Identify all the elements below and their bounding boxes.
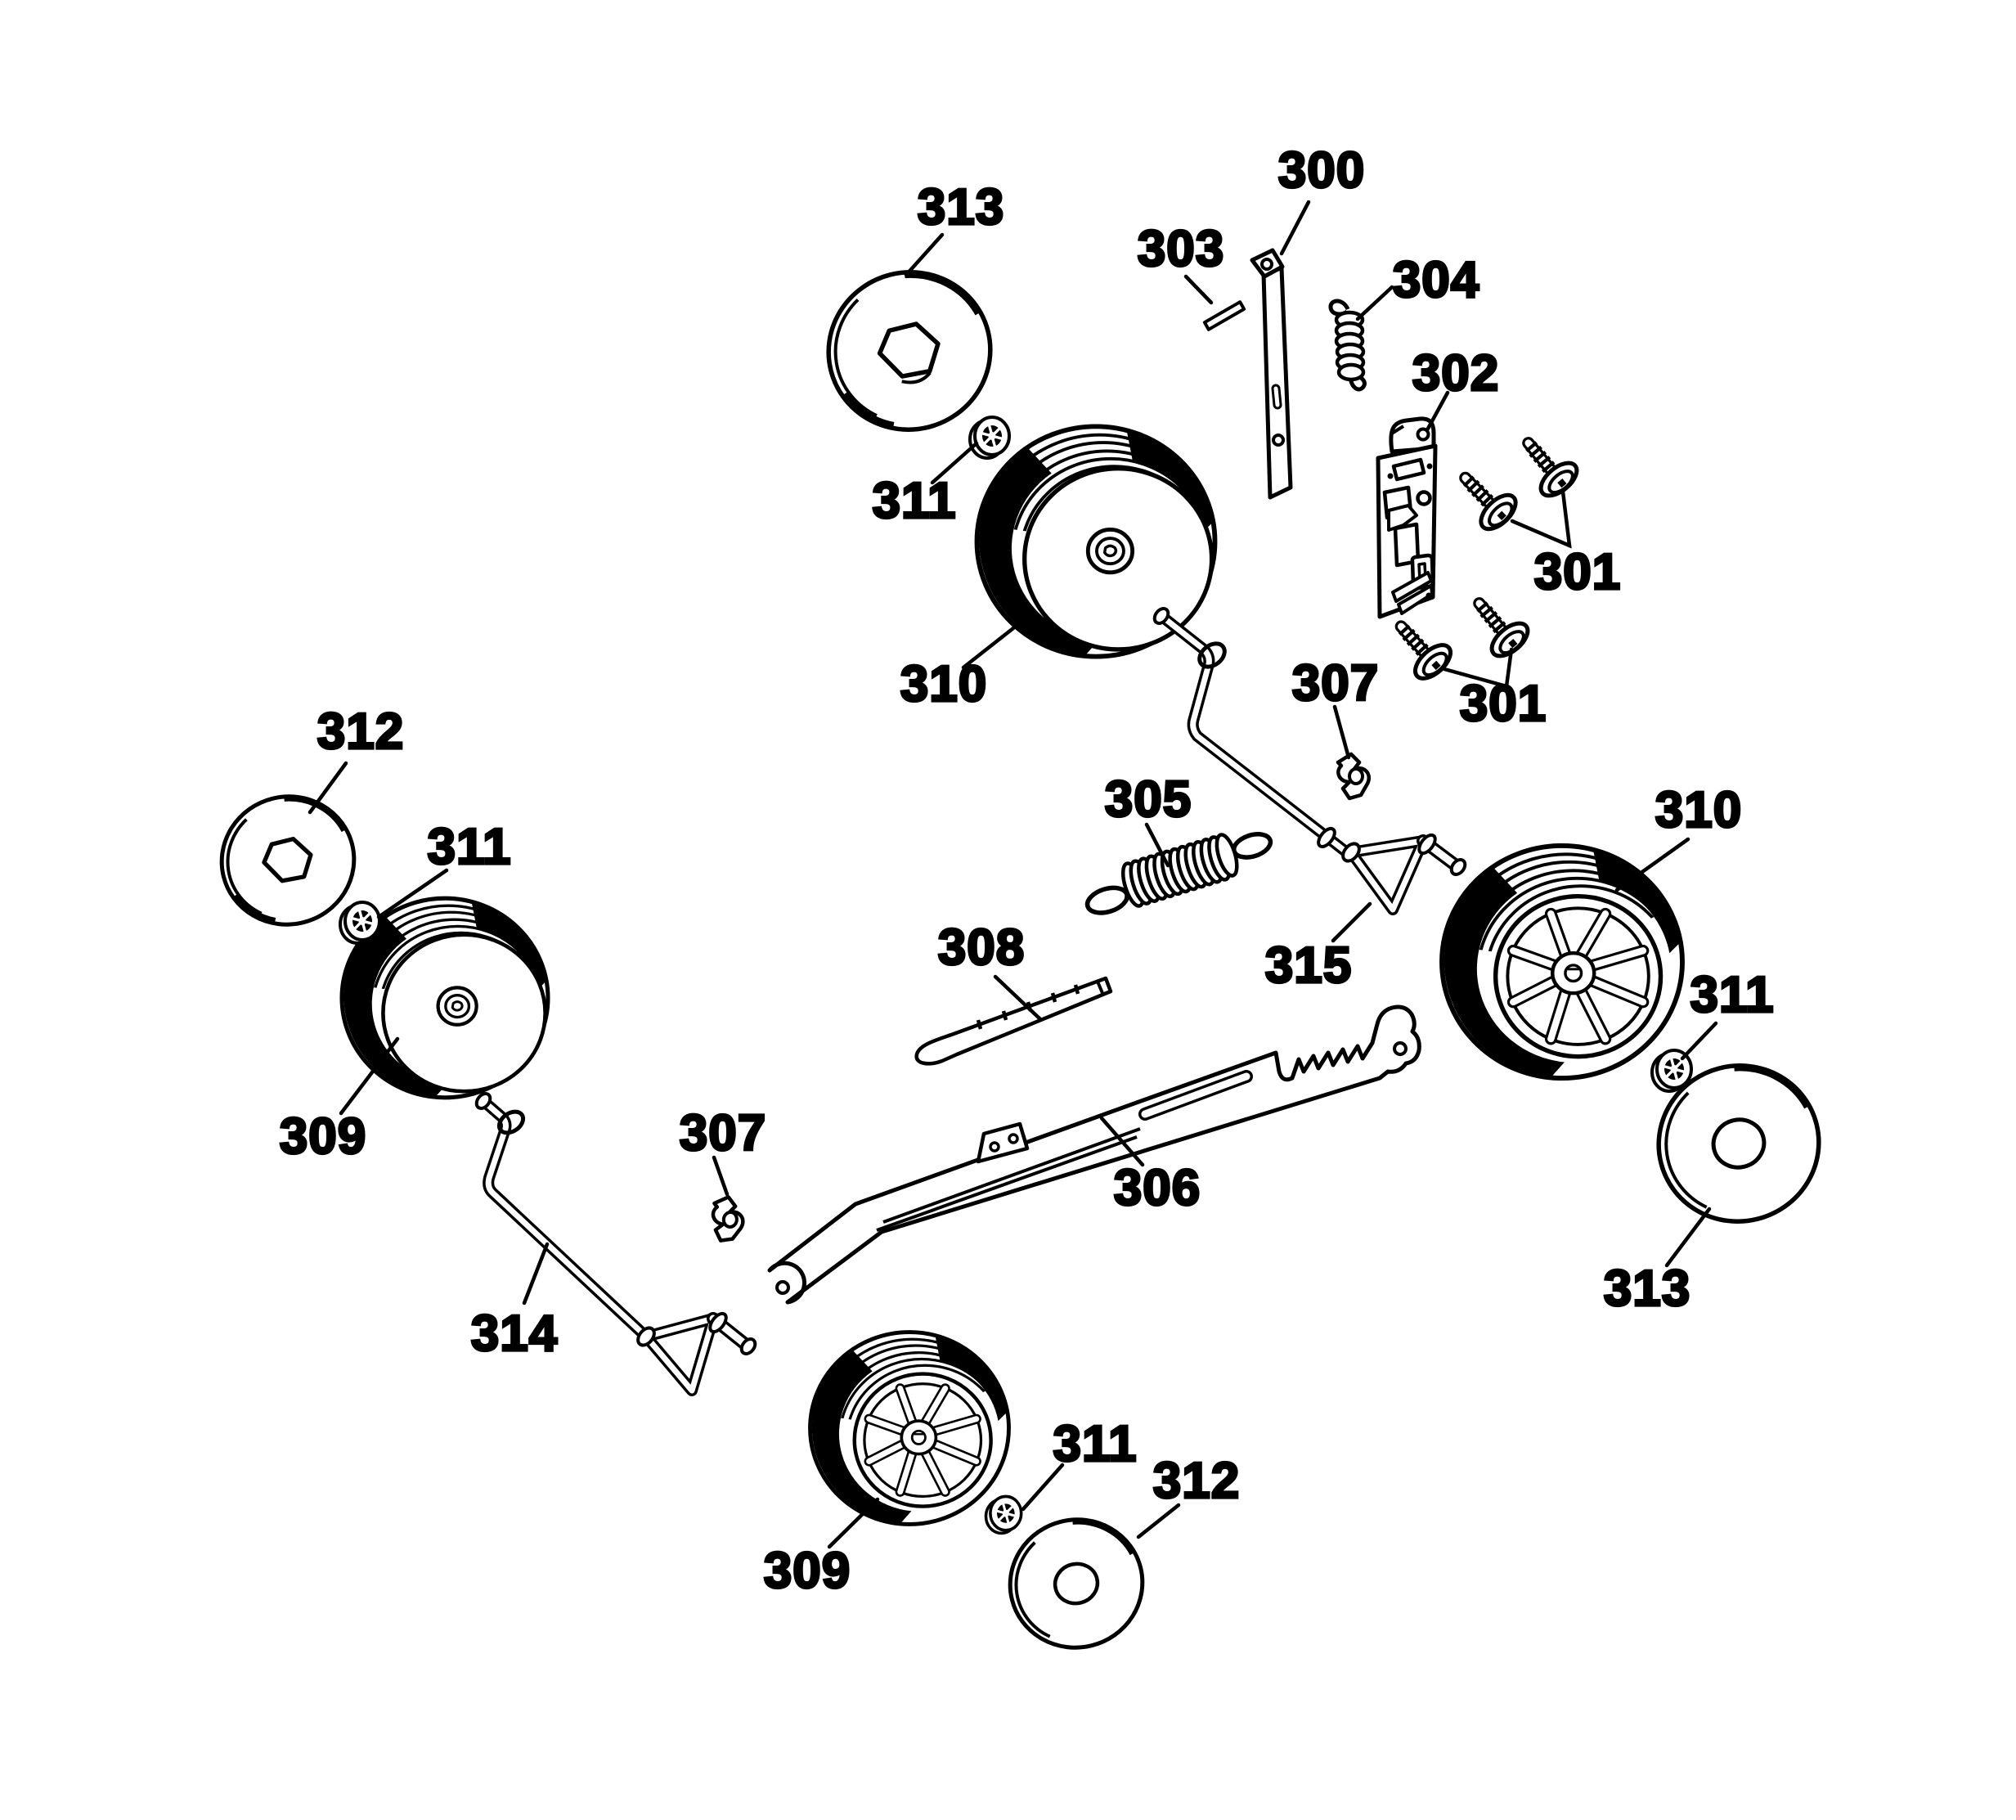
- callout-306: 306: [1114, 1160, 1201, 1216]
- wheel-cover-312-bottom: [1008, 1517, 1145, 1650]
- index-bar-308: [914, 976, 1113, 1066]
- wheel-310-right: [1442, 846, 1682, 1078]
- callout-312-bottom: 312: [1153, 1453, 1240, 1509]
- callout-311-top: 311: [872, 473, 956, 529]
- callout-303: 303: [1138, 221, 1224, 277]
- wheel-cover-313-bottom: [1656, 1063, 1821, 1224]
- callout-305: 305: [1105, 771, 1192, 828]
- callout-310-upper: 310: [900, 656, 987, 712]
- wheel-cover-312-left: [219, 794, 357, 927]
- callout-312-left: 312: [317, 703, 404, 760]
- wheel-310-upper: [977, 426, 1215, 656]
- callout-301-upper: 301: [1534, 544, 1621, 600]
- clip-307-lower: [709, 1195, 746, 1243]
- extension-spring-305: [1084, 832, 1273, 915]
- screw-301-a: [1450, 463, 1521, 535]
- lock-washer-311-top: [968, 416, 1011, 460]
- axle-arm-315: [1152, 607, 1467, 915]
- callout-302: 302: [1412, 345, 1499, 402]
- screw-301-b: [1512, 429, 1583, 502]
- callout-307-upper: 307: [1292, 655, 1379, 712]
- spring-304: [1328, 299, 1367, 392]
- callout-307-lower: 307: [680, 1105, 766, 1162]
- callout-313-bottom: 313: [1604, 1261, 1690, 1317]
- callout-313-top: 313: [918, 179, 1004, 236]
- bracket-bar-300: [1250, 248, 1293, 500]
- callout-309-left: 309: [280, 1108, 366, 1165]
- clip-307-upper: [1338, 754, 1369, 798]
- adjuster-lever-306: [767, 1004, 1421, 1305]
- lock-washer-311-bottom: [984, 1494, 1023, 1535]
- callout-311-right: 311: [1690, 967, 1774, 1023]
- lock-washer-311-left: [339, 901, 381, 945]
- leader-lines: [308, 200, 1718, 1549]
- wheel-309-bottom: [810, 1332, 1009, 1525]
- axle-arm-314: [474, 1092, 757, 1396]
- screw-301-c: [1385, 613, 1457, 685]
- callout-308: 308: [938, 919, 1025, 976]
- callout-314: 314: [471, 1305, 558, 1362]
- callout-311-left: 311: [427, 819, 511, 875]
- callout-300: 300: [1278, 142, 1365, 199]
- callout-labels: 313 303 300 304 302 301 311 310 307 301 …: [278, 141, 1775, 1600]
- callout-301-lower: 301: [1460, 676, 1547, 732]
- screw-301-d: [1463, 590, 1533, 663]
- callout-304: 304: [1393, 252, 1479, 308]
- adjuster-plate-302: [1376, 416, 1438, 619]
- pin-303: [1202, 300, 1246, 331]
- callout-310-right: 310: [1655, 782, 1742, 838]
- callout-311-bottom: 311: [1053, 1416, 1137, 1472]
- wheel-cover-313-top: [826, 270, 993, 432]
- callout-315: 315: [1265, 937, 1352, 994]
- callout-309-bottom: 309: [764, 1543, 851, 1599]
